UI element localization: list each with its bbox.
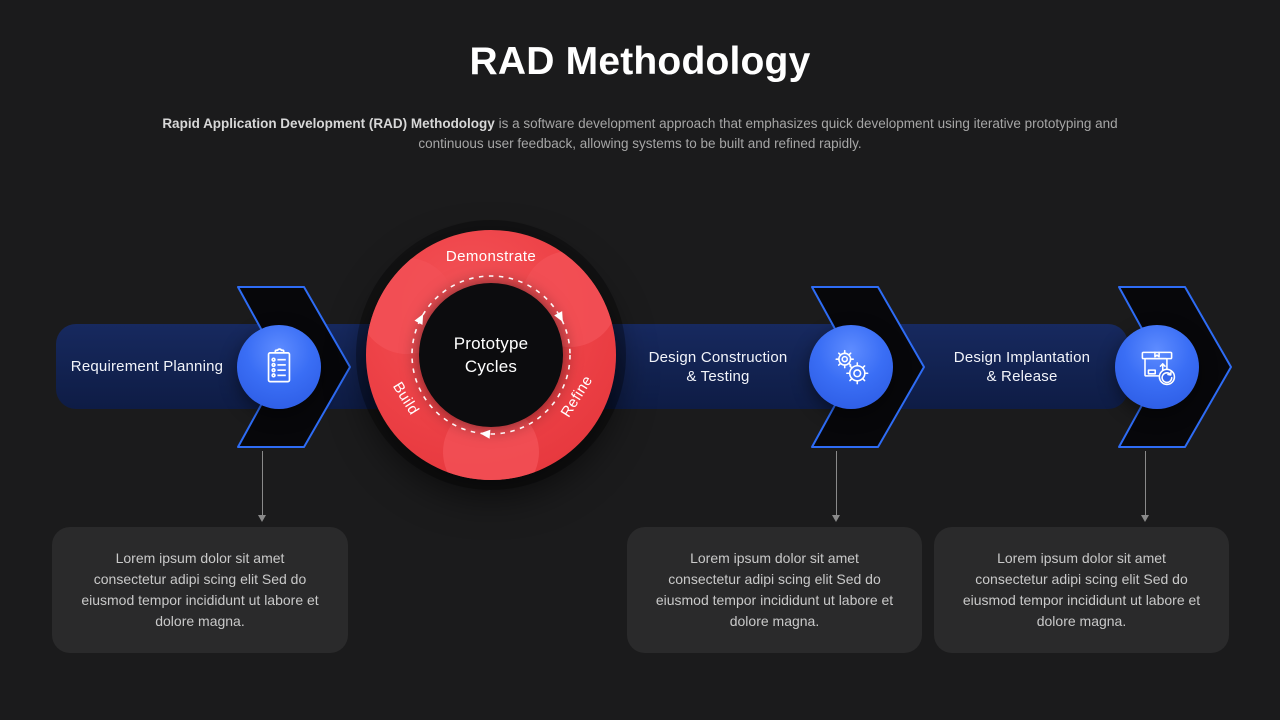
intro-paragraph: Rapid Application Development (RAD) Meth… xyxy=(150,114,1130,154)
step-label-requirement-planning: Requirement Planning xyxy=(56,324,238,409)
card-text: Lorem ipsum dolor sit amet consectetur a… xyxy=(655,550,894,629)
page-title: RAD Methodology xyxy=(469,40,811,83)
step-label-line: & Testing xyxy=(686,367,750,385)
arrow-down-icon xyxy=(258,515,266,522)
connector-line xyxy=(262,451,263,517)
intro-bold-text: Rapid Application Development (RAD) Meth… xyxy=(162,116,495,131)
description-card: Lorem ipsum dolor sit amet consectetur a… xyxy=(52,527,348,653)
cycle-center-line: Cycles xyxy=(464,357,518,376)
step-label-design-construction: Design Construction & Testing xyxy=(620,324,816,409)
step-label-line: Requirement Planning xyxy=(70,358,224,375)
cycle-phase-demonstrate: Demonstrate xyxy=(445,248,537,265)
connector-arrow xyxy=(1141,451,1150,523)
cycle-hub: Prototype Cycles xyxy=(419,283,563,427)
connector-line xyxy=(1145,451,1146,517)
card-text: Lorem ipsum dolor sit amet consectetur a… xyxy=(962,550,1201,629)
prototype-cycle-diagram: Prototype Cycles Demonstrate Build Refin… xyxy=(366,230,616,480)
description-card: Lorem ipsum dolor sit amet consectetur a… xyxy=(934,527,1229,653)
step-icon-badge xyxy=(1115,325,1199,409)
step-icon-badge xyxy=(809,325,893,409)
intro-regular-text: is a software development approach that … xyxy=(418,116,1118,151)
cycle-center-line: Prototype xyxy=(453,334,529,353)
step-label-line: Design Implantation xyxy=(953,348,1091,366)
connector-line xyxy=(836,451,837,517)
arrow-down-icon xyxy=(1141,515,1149,522)
connector-arrow xyxy=(258,451,267,523)
dashed-cycle-arrows-icon xyxy=(411,275,571,439)
step-label-line: Design Construction xyxy=(648,348,788,366)
step-icon-badge xyxy=(237,325,321,409)
gears-icon xyxy=(835,349,869,385)
clipboard-checklist-icon xyxy=(267,348,291,383)
step-label-design-implantation: Design Implantation & Release xyxy=(924,324,1120,409)
description-card: Lorem ipsum dolor sit amet consectetur a… xyxy=(627,527,922,653)
connector-arrow xyxy=(832,451,841,523)
card-text: Lorem ipsum dolor sit amet consectetur a… xyxy=(81,550,319,629)
step-label-line: & Release xyxy=(986,367,1058,385)
cycle-center-text: Prototype Cycles xyxy=(454,332,529,378)
package-release-icon xyxy=(1141,351,1176,386)
arrow-down-icon xyxy=(832,515,840,522)
